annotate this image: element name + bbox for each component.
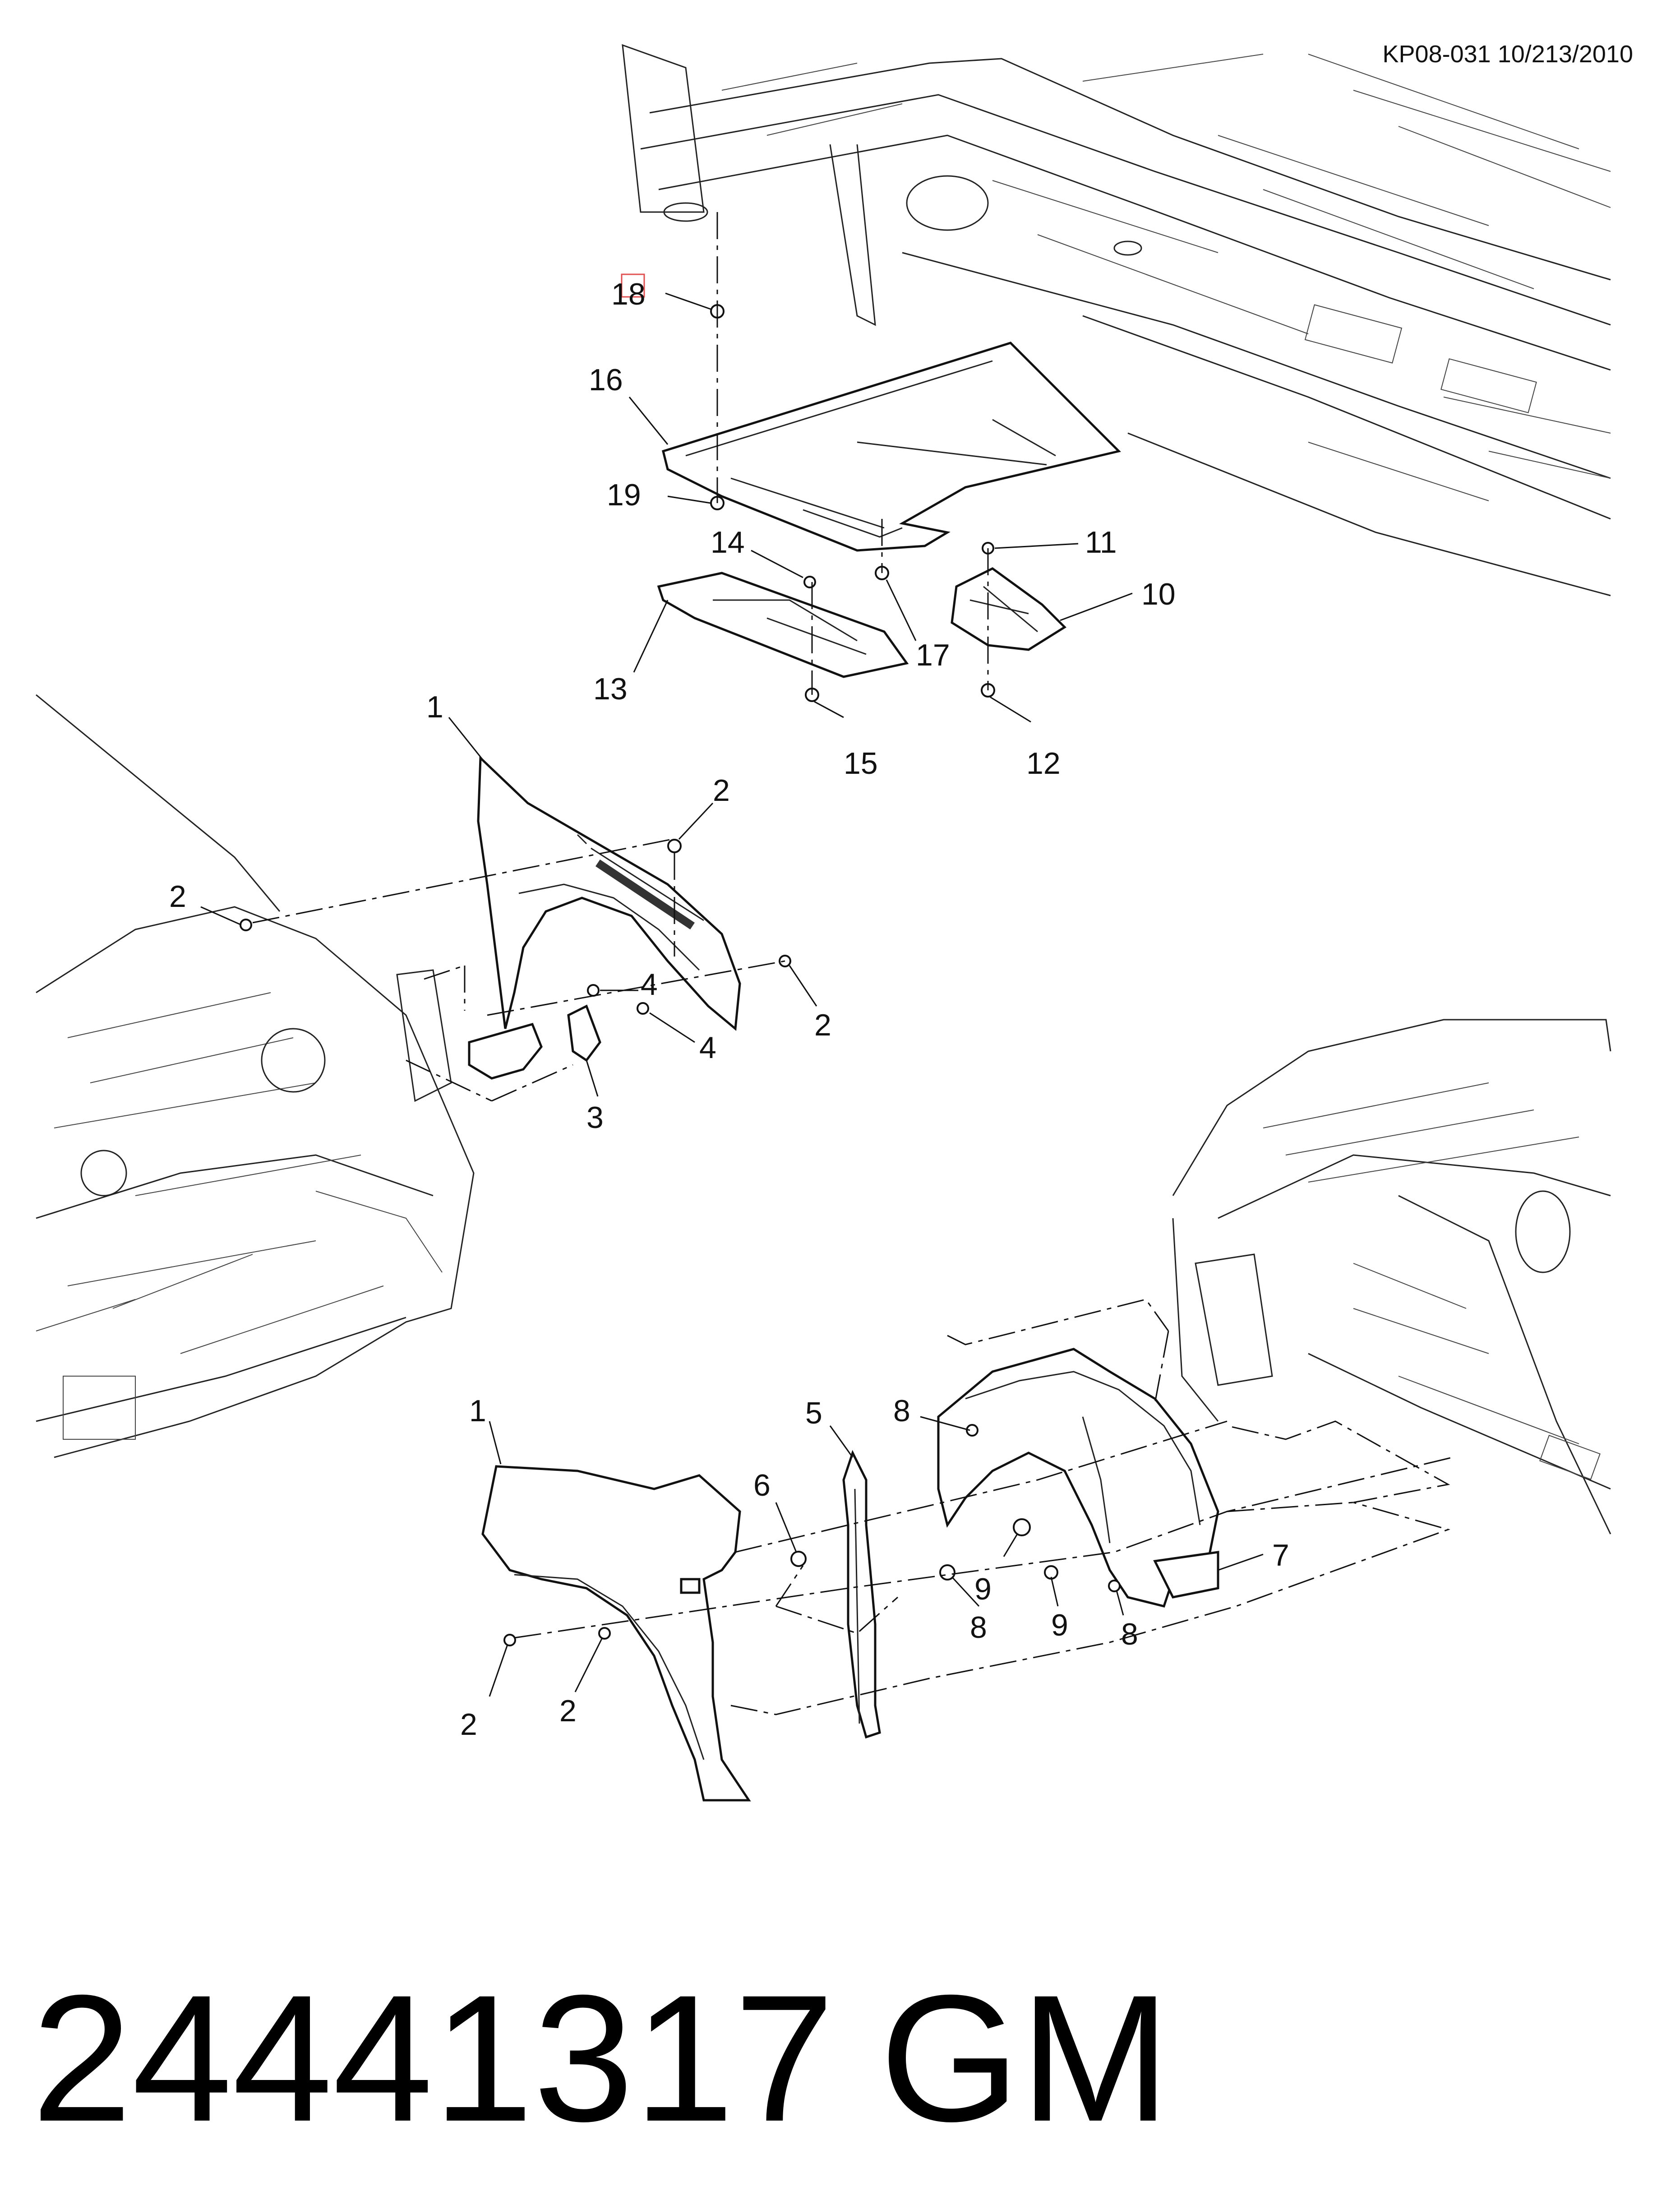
callout-4-a: 4 [641,967,658,1002]
callout-16: 16 [589,363,623,397]
callout-9-a: 9 [974,1572,992,1606]
callout-1-upper: 1 [426,690,443,724]
lower-fasteners [503,1424,1121,1646]
callout-7: 7 [1272,1538,1289,1572]
brand: GM [880,1957,1170,2159]
mid-leader-lines [200,717,817,1097]
callout-10: 10 [1141,577,1176,611]
callout-6: 6 [753,1468,771,1502]
fender-upper-1 [477,755,741,1031]
callout-3: 3 [586,1100,604,1135]
callout-8-c: 8 [1121,1617,1138,1651]
callout-1-lower: 1 [469,1394,486,1428]
lower-leader-lines [489,1416,1264,1697]
callout-12: 12 [1026,746,1061,781]
highlight-box [621,273,645,298]
shield-13 [657,572,909,678]
callout-4-b: 4 [699,1031,716,1065]
reference-code: KP08-031 10/213/2010 [1383,41,1633,68]
callout-11: 11 [1085,525,1117,559]
callout-13: 13 [593,672,628,706]
callout-2-a: 2 [713,773,730,808]
bracket-3 [468,1004,601,1080]
callout-9-b: 9 [1051,1608,1068,1642]
callout-8-b: 8 [970,1610,987,1645]
underbody-illustration [622,44,1611,596]
bracket-10 [951,567,1066,651]
callout-15: 15 [844,746,878,781]
callout-8-a: 8 [893,1394,910,1428]
part-number: 24441317 [32,1957,835,2159]
wheelhouse-liner-7 [937,1348,1219,1608]
lower-alignment-lines [514,1299,1453,1715]
callout-5: 5 [805,1396,822,1430]
seal-5 [842,1450,881,1739]
front-end-illustration [36,694,475,1458]
callout-2-e: 2 [460,1707,477,1742]
skid-plate-16 [662,342,1121,552]
callout-17: 17 [916,638,950,672]
fender-lower-1 [481,1465,751,1802]
callout-14: 14 [711,525,745,559]
callout-labels: 18 16 19 14 11 10 17 13 15 12 1 2 2 4 2 … [169,277,1289,1742]
callout-18: 18 [611,277,646,311]
upper-leader-lines [628,292,1133,723]
mid-alignment-lines [252,838,785,1102]
wheelhouse-vehicle-illustration [1172,1019,1611,1534]
callout-19: 19 [607,478,641,512]
callout-2-c: 2 [814,1008,831,1042]
callout-2-b: 2 [169,879,186,914]
upper-alignment-lines [716,212,989,695]
callout-2-d: 2 [559,1694,577,1728]
